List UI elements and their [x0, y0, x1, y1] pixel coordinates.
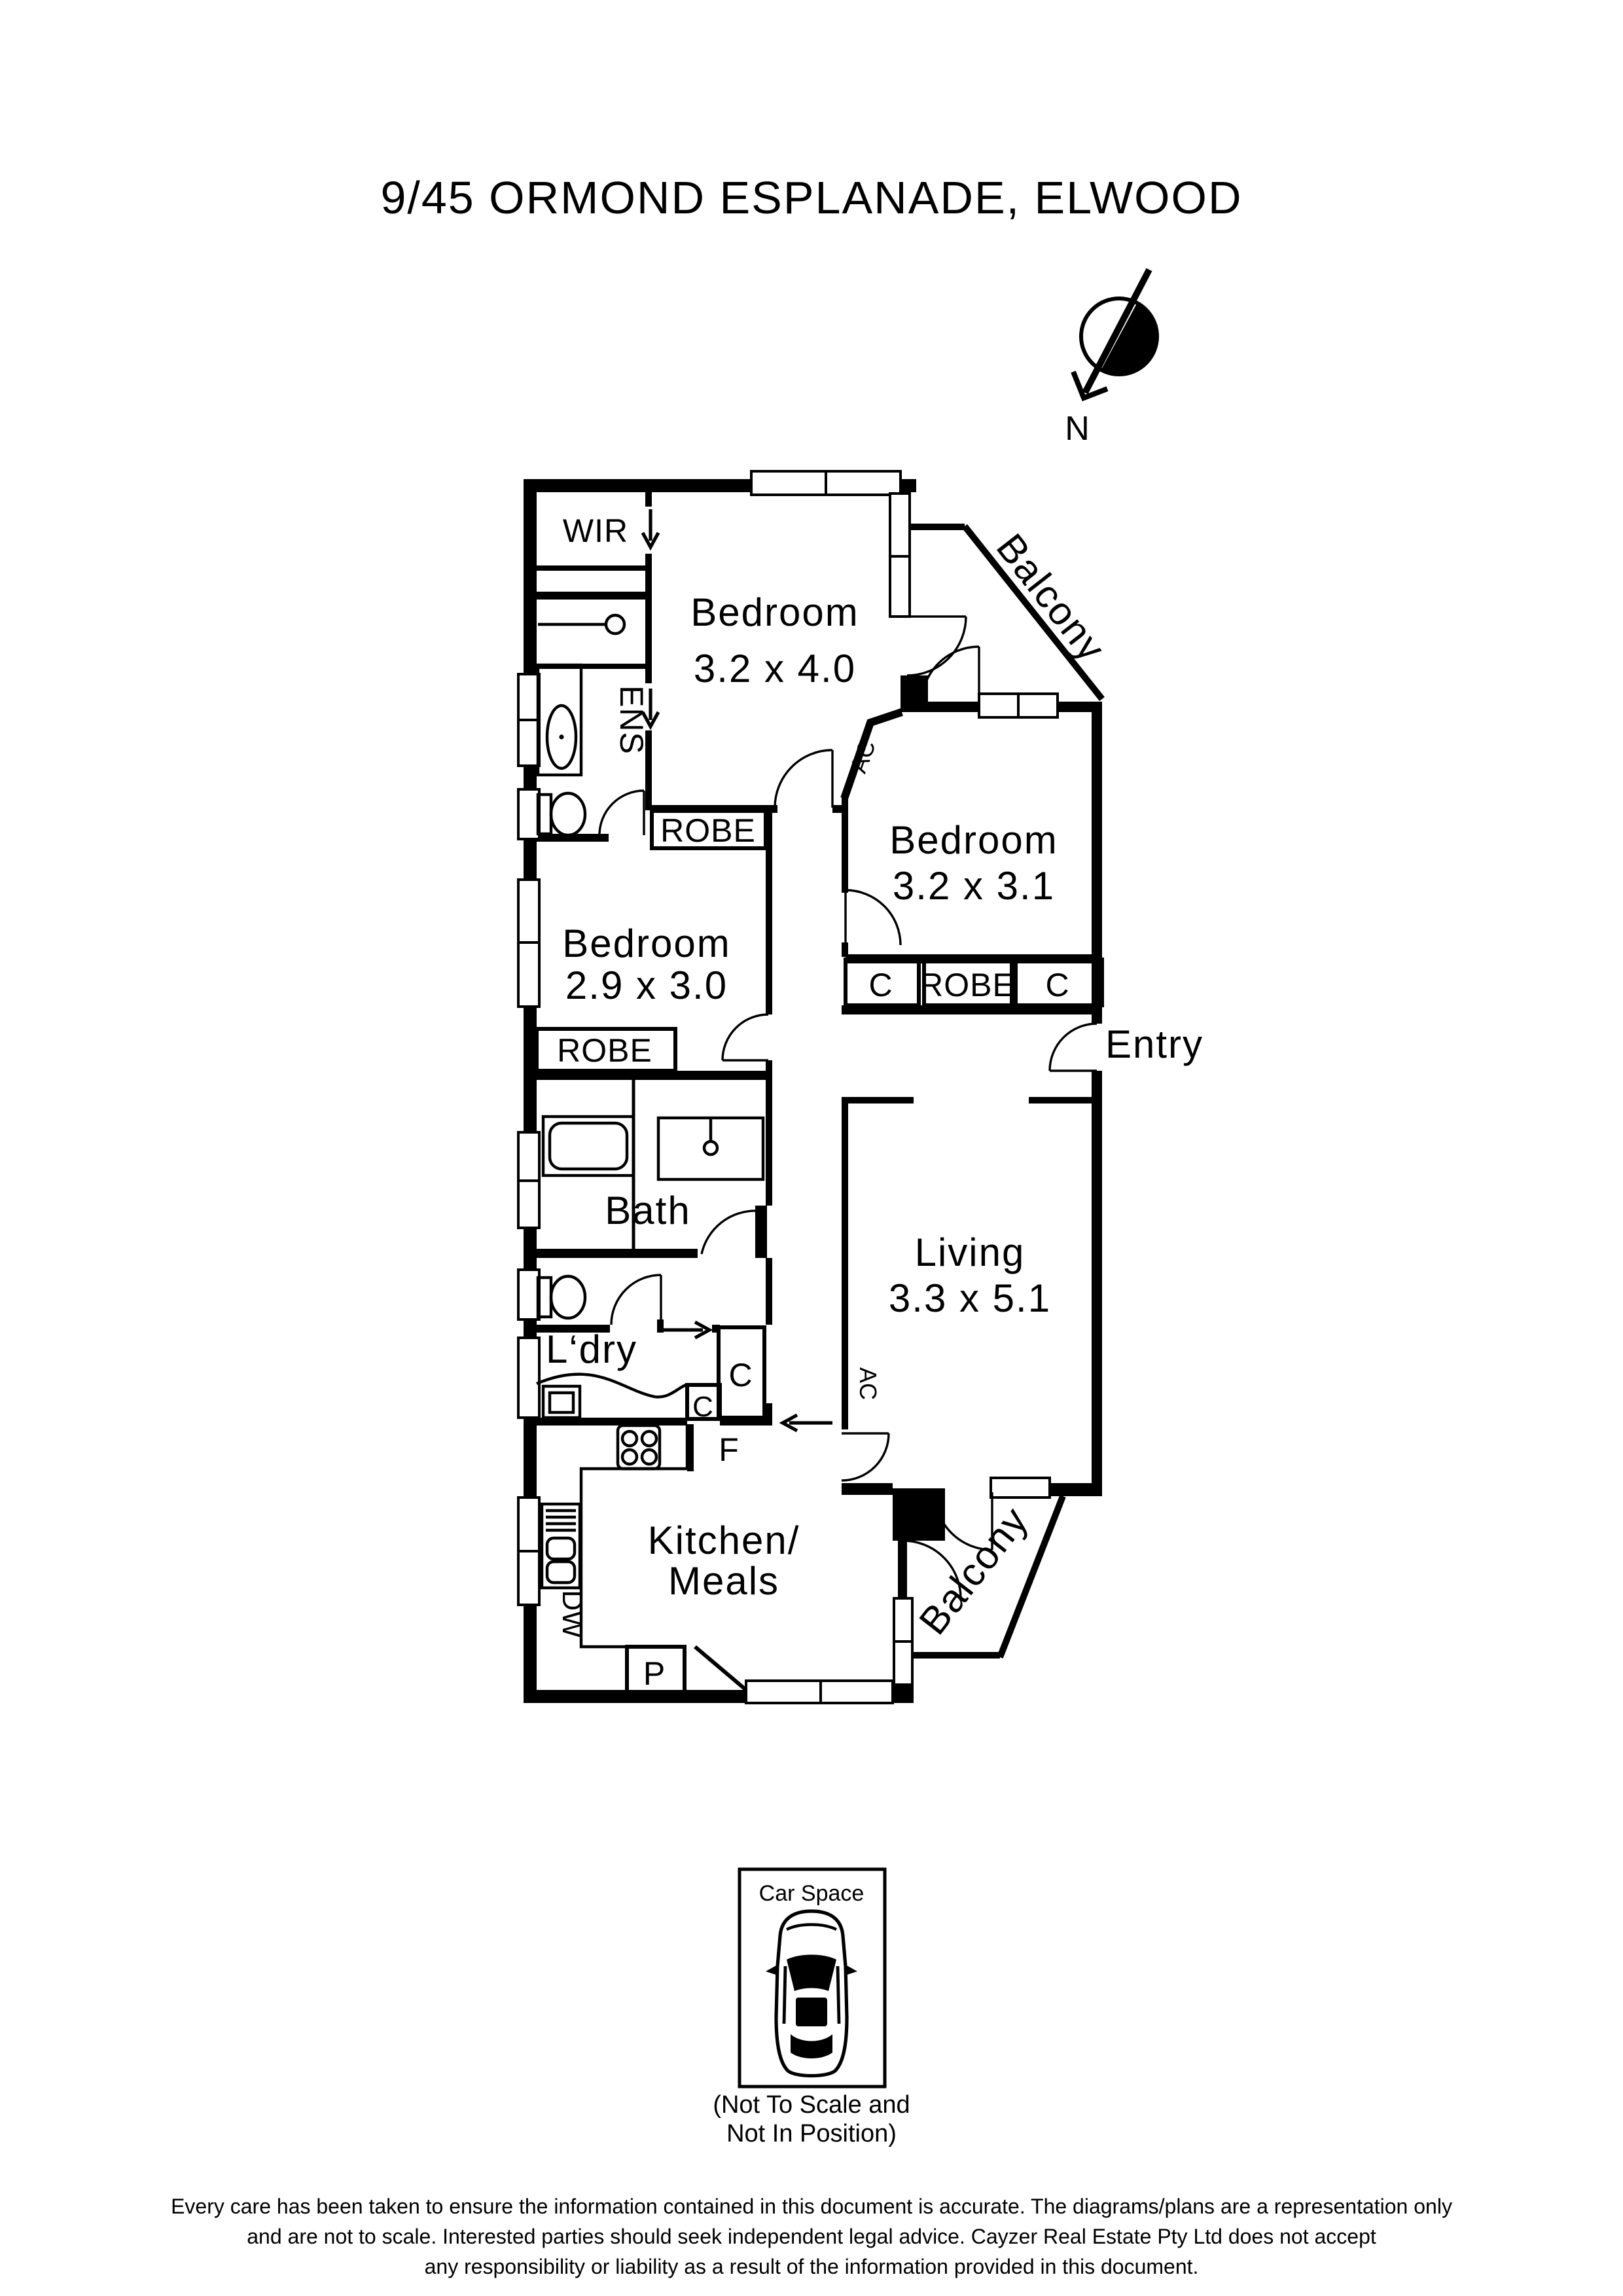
disclaimer-line2: and are not to scale. Interested parties…: [247, 2225, 1376, 2248]
page-title: 9/45 ORMOND ESPLANADE, ELWOOD: [380, 172, 1242, 223]
joinery: [535, 808, 1104, 1695]
hall-cupboard-small-label: C: [692, 1391, 713, 1423]
interior-walls: [535, 491, 1105, 1659]
bedroom3-dims: 2.9 x 3.0: [565, 963, 728, 1007]
kitchen-label-line2: Meals: [668, 1559, 779, 1603]
bedroom3-name: Bedroom: [562, 922, 730, 965]
cupboard-right-label: C: [1045, 967, 1069, 1003]
bathtub-icon: [541, 1115, 635, 1177]
kitchen-label-line1: Kitchen/: [648, 1518, 800, 1562]
washing-machine-icon: [541, 1384, 582, 1420]
robe-bedroom1-box: [650, 808, 768, 850]
dishwasher-label: DW: [556, 1590, 588, 1638]
hall-cupboard-large-box: [717, 1325, 766, 1420]
door-swings: [598, 615, 1097, 1599]
ens-vanity-basin-icon: [536, 663, 583, 777]
ens-label: ENS: [613, 685, 650, 755]
car-space-label: Car Space: [759, 1881, 865, 1906]
ens-towel-rail-icon: [538, 613, 626, 636]
disclaimer: Every care has been taken to ensure the …: [171, 2195, 1452, 2278]
bath-label: Bath: [605, 1189, 690, 1232]
laundry-label: L‘dry: [546, 1327, 637, 1371]
robe-bedroom3-label: ROBE: [557, 1032, 652, 1069]
wc-toilet-icon: [536, 1274, 587, 1320]
north-label: N: [1065, 410, 1090, 448]
car-space: Car Space (Not To Scale and Not In Posit…: [713, 1867, 910, 2147]
robe-bedroom1-label: ROBE: [660, 812, 756, 849]
living-dims: 3.3 x 5.1: [889, 1276, 1051, 1320]
walkway-arrows: [641, 509, 832, 1433]
pantry-box: [625, 1645, 687, 1695]
entry-label: Entry: [1105, 1022, 1204, 1066]
feature-labels: WIR ENS ROBE ROBE ROBE C C C C F P DW AC…: [556, 512, 1069, 1692]
fixtures: [536, 613, 765, 1649]
car-space-note-line2: Not In Position): [726, 2120, 897, 2147]
disclaimer-line3: any responsibility or liability as a res…: [425, 2255, 1199, 2278]
laundry-bench-curve: [536, 1372, 688, 1399]
bedroom2-name: Bedroom: [889, 818, 1058, 862]
robe-bedroom2-box: [922, 958, 1014, 1007]
cupboard-left-box: [844, 958, 921, 1007]
bath-vanity-icon: [656, 1116, 765, 1181]
ens-toilet-icon: [536, 791, 587, 837]
wir-label: WIR: [563, 512, 628, 549]
cupboard-left-label: C: [868, 967, 893, 1003]
stove-icon: [616, 1424, 662, 1471]
robe-bedroom2-label: ROBE: [919, 967, 1015, 1003]
kitchen-bench-line: [579, 1426, 689, 1649]
bedroom1-dims: 3.2 x 4.0: [694, 647, 856, 691]
kitchen-sink-icon: [540, 1502, 582, 1590]
living-name: Living: [915, 1230, 1026, 1274]
hall-cupboard-large-label: C: [728, 1357, 753, 1393]
bedroom1-name: Bedroom: [690, 590, 859, 634]
bedroom2-dims: 3.2 x 3.1: [893, 864, 1055, 908]
balcony-upper-label: Balcony: [988, 526, 1115, 670]
windows: [517, 470, 1059, 1704]
fridge-label: F: [719, 1431, 740, 1468]
disclaimer-line1: Every care has been taken to ensure the …: [171, 2195, 1452, 2218]
cupboard-right-box: [1014, 958, 1104, 1007]
pantry-label: P: [643, 1655, 666, 1692]
car-icon: [766, 1909, 857, 2078]
robe-bedroom3-box: [535, 1027, 677, 1073]
north-arrow-icon: N: [1065, 268, 1159, 448]
ac-living-label: AC: [855, 1367, 882, 1400]
hall-cupboard-small-box: [685, 1383, 722, 1421]
car-space-note-line1: (Not To Scale and: [713, 2091, 910, 2119]
